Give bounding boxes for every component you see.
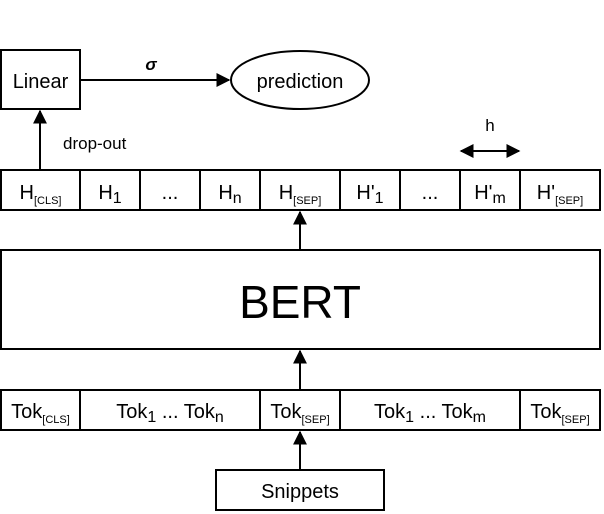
hidden-cell-label: H1 <box>98 182 121 207</box>
hidden-cell-label: H'1 <box>356 182 383 207</box>
token-cell-label: Tok[SEP] <box>270 401 329 426</box>
hidden-cell-label: Hn <box>218 182 241 207</box>
snippets-label: Snippets <box>261 481 339 503</box>
hidden-cell <box>259 169 341 211</box>
hidden-cell <box>519 169 601 211</box>
hidden-cell <box>459 169 521 211</box>
hidden-cell-label: H'[SEP] <box>537 182 583 207</box>
hidden-state-row: H[CLS] H1... Hn H[SEP] H'1... H'm H'[SEP] <box>0 169 601 211</box>
token-cell-label: Tok[SEP] <box>530 401 589 426</box>
hidden-cell-label: H[SEP] <box>279 182 322 207</box>
hidden-cell <box>339 169 401 211</box>
dropout-label: drop-out <box>63 134 127 153</box>
bert-label: BERT <box>239 276 361 328</box>
hidden-cell-label: H'm <box>474 182 506 207</box>
bert-box <box>0 249 601 350</box>
token-cell-label: Tok1 ... Tokm <box>374 401 486 426</box>
token-cell-label: Tok[CLS] <box>11 401 70 426</box>
token-cell <box>79 389 261 431</box>
hidden-cell <box>139 169 201 211</box>
prediction-label: prediction <box>257 71 344 93</box>
hidden-cell-label: H[CLS] <box>20 182 62 207</box>
prediction-ellipse <box>230 50 370 110</box>
hidden-cell <box>199 169 261 211</box>
h-label: h <box>485 116 494 135</box>
hidden-cell-label: ... <box>162 182 179 204</box>
token-cell <box>519 389 601 431</box>
hidden-cell <box>399 169 461 211</box>
token-row: Tok[CLS] Tok1 ... Tokn Tok[SEP] Tok1 ... To… <box>0 389 601 431</box>
linear-label: Linear <box>13 71 69 93</box>
hidden-cell-label: ... <box>422 182 439 204</box>
linear-box <box>0 49 81 110</box>
token-cell-label: Tok1 ... Tokn <box>116 401 223 426</box>
snippets-box <box>215 469 385 511</box>
sigma-label: σ <box>145 55 157 74</box>
token-cell <box>0 389 81 431</box>
